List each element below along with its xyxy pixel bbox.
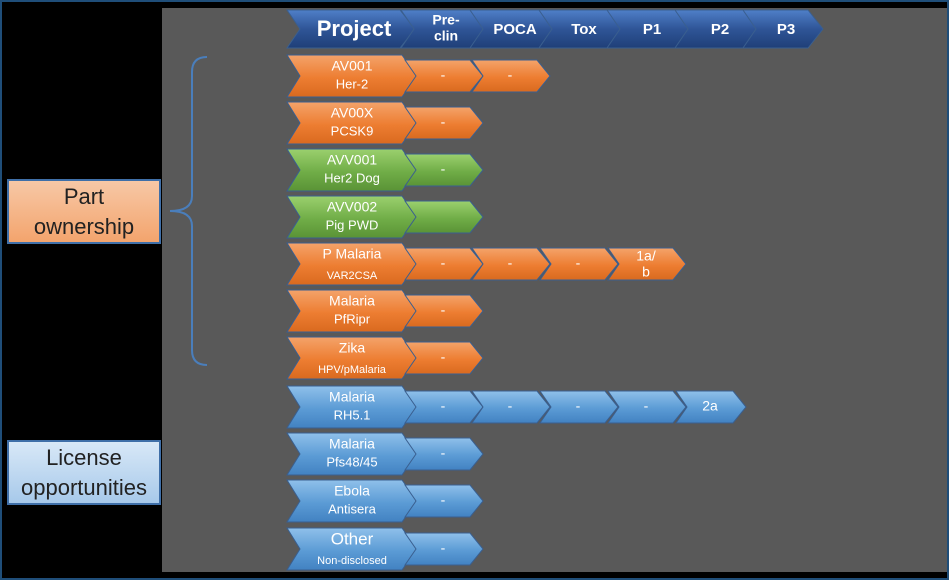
project-chevron — [286, 385, 418, 429]
stage-chevron — [404, 59, 484, 93]
header-label: P1 — [643, 21, 661, 38]
project-name: AV00X — [331, 105, 374, 121]
stage-chevron — [607, 247, 687, 281]
stage-chevron — [404, 106, 484, 140]
project-name: AVV002 — [327, 199, 378, 215]
header-label: P3 — [777, 21, 795, 38]
stage-chevron — [404, 341, 484, 375]
header-label: Tox — [571, 21, 597, 38]
stage-label: - — [644, 398, 649, 414]
stage-label: - — [441, 445, 446, 461]
group-label-part-ownership: Part ownership — [7, 179, 161, 244]
stage-label: 1a/ — [636, 248, 656, 264]
project-target: Pfs48/45 — [326, 454, 377, 469]
stage-chevron — [404, 294, 484, 328]
project-chevron — [286, 195, 418, 239]
stage-chevron — [404, 437, 484, 471]
stage-label: - — [441, 67, 446, 83]
stage-label: b — [642, 264, 650, 280]
project-target: Non-disclosed — [317, 555, 387, 567]
project-name: P Malaria — [323, 246, 382, 262]
header-label: Pre- — [432, 12, 460, 28]
project-name: Zika — [339, 340, 366, 356]
stage-label: - — [508, 67, 513, 83]
project-chevron — [286, 54, 418, 98]
group-label-license-text: License opportunities — [21, 443, 147, 503]
project-target: PfRipr — [334, 311, 371, 326]
group-label-license-opportunities: License opportunities — [7, 440, 161, 505]
stage-label: - — [441, 114, 446, 130]
project-target: Her2 Dog — [324, 170, 380, 185]
stage-chevron — [404, 390, 484, 424]
stage-chevron — [471, 247, 551, 281]
stage-label: - — [441, 255, 446, 271]
stage-label: 2a — [702, 398, 718, 414]
project-name: Malaria — [329, 436, 375, 452]
project-chevron — [286, 242, 418, 286]
stage-chevron — [404, 200, 484, 234]
project-target: VAR2CSA — [327, 270, 378, 282]
project-chevron — [286, 289, 418, 333]
group-label-line: ownership — [33, 213, 135, 239]
header-label: POCA — [493, 21, 537, 38]
group-label-line: Part — [63, 183, 105, 209]
project-name: Malaria — [329, 389, 375, 405]
project-chevron — [286, 479, 418, 523]
stage-label: - — [441, 492, 446, 508]
stage-label: - — [441, 398, 446, 414]
stage-chevron — [404, 484, 484, 518]
group-label-line: License — [46, 444, 122, 470]
stage-chevron — [539, 247, 619, 281]
stage-chevron — [607, 390, 687, 424]
stage-label: - — [508, 255, 513, 271]
project-target: Antisera — [328, 501, 376, 516]
project-chevron — [286, 527, 418, 571]
stage-label: - — [576, 398, 581, 414]
group-label-line: opportunities — [21, 474, 147, 500]
project-target: PCSK9 — [331, 123, 374, 138]
stage-chevron — [404, 532, 484, 566]
project-chevron — [286, 101, 418, 145]
project-chevron — [286, 336, 418, 380]
project-target: Her-2 — [336, 76, 369, 91]
stage-label: - — [441, 161, 446, 177]
stage-label: - — [576, 255, 581, 271]
project-chevron — [286, 148, 418, 192]
stage-chevron — [471, 390, 551, 424]
header-label: Project — [317, 16, 392, 41]
project-chevron — [286, 432, 418, 476]
header-chevron-project — [286, 9, 416, 49]
stage-label: - — [441, 302, 446, 318]
project-target: HPV/pMalaria — [318, 364, 387, 376]
project-name: Ebola — [334, 483, 370, 499]
project-name: Malaria — [329, 293, 375, 309]
project-name: AVV001 — [327, 152, 378, 168]
stage-chevron — [404, 247, 484, 281]
stage-chevron — [471, 59, 551, 93]
stage-label: - — [441, 349, 446, 365]
stage-label: - — [508, 398, 513, 414]
project-name: Other — [331, 529, 374, 548]
group-label-part-ownership-text: Part ownership — [34, 182, 134, 242]
project-target: Pig PWD — [326, 217, 379, 232]
header-chevron-p3 — [742, 9, 824, 49]
stage-label: - — [441, 540, 446, 556]
stage-chevron — [675, 390, 747, 424]
project-name: AV001 — [332, 58, 373, 74]
stage-chevron — [539, 390, 619, 424]
header-label: P2 — [711, 21, 729, 38]
stage-chevron — [404, 153, 484, 187]
header-label: clin — [434, 28, 458, 44]
project-target: RH5.1 — [334, 407, 371, 422]
